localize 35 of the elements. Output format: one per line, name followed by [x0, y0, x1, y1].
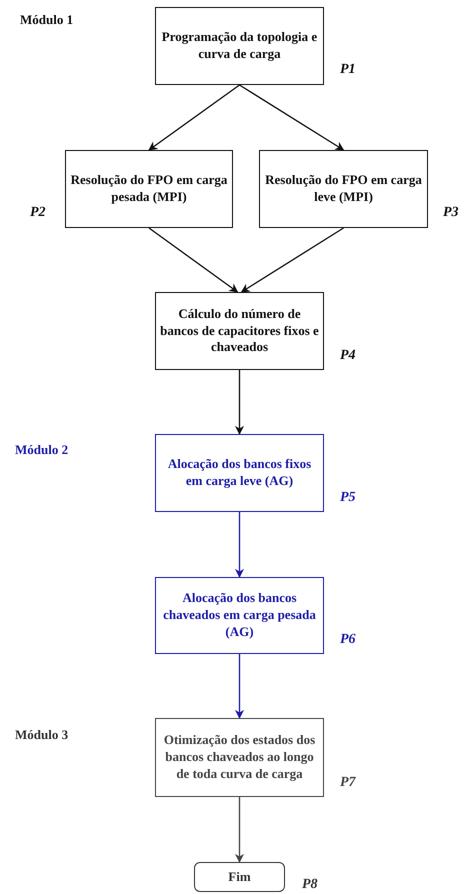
arrow — [148, 227, 238, 293]
arrow — [148, 84, 240, 151]
step-text: Cálculo do número de bancos de capacitores fixos e chaveados — [159, 306, 320, 356]
arrow — [240, 227, 344, 293]
step-text: Resolução do FPO em carga pesada (MPI) — [70, 172, 228, 206]
step-number: P5 — [340, 490, 356, 506]
step-number: P7 — [340, 775, 356, 791]
process-box — [155, 292, 324, 370]
arrow — [234, 370, 244, 435]
process-box — [155, 577, 324, 654]
step-text: Alocação dos bancos fixos em carga leve (AG) — [166, 456, 312, 490]
module-label: Módulo 2 — [15, 442, 68, 458]
step-number: P6 — [340, 632, 356, 648]
step-number: P3 — [443, 205, 459, 221]
step-text: Otimização dos estados dos bancos chaveados ao longo de toda curva de carga — [162, 732, 316, 783]
step-number: P1 — [340, 62, 356, 78]
step-text: Resolução do FPO em carga leve (MPI) — [264, 172, 423, 206]
step-number: P8 — [302, 877, 318, 893]
process-box — [155, 434, 324, 512]
module-label: Módulo 1 — [20, 12, 74, 28]
step-number: P2 — [30, 205, 46, 221]
step-number: P4 — [340, 348, 356, 364]
process-box — [259, 150, 428, 228]
terminal-box — [194, 862, 285, 892]
process-box — [155, 7, 324, 85]
step-text: Alocação dos bancos chaveados em carga pesada (AG) — [162, 590, 317, 641]
arrow — [234, 654, 244, 719]
process-box — [155, 718, 324, 797]
arrow — [239, 84, 344, 151]
step-text: Fim — [227, 868, 252, 886]
arrow — [234, 797, 244, 863]
module-label: Módulo 3 — [15, 727, 68, 743]
arrow — [234, 512, 244, 578]
step-text: Programação da topologia e curva de carga — [160, 29, 318, 63]
process-box — [65, 150, 233, 228]
